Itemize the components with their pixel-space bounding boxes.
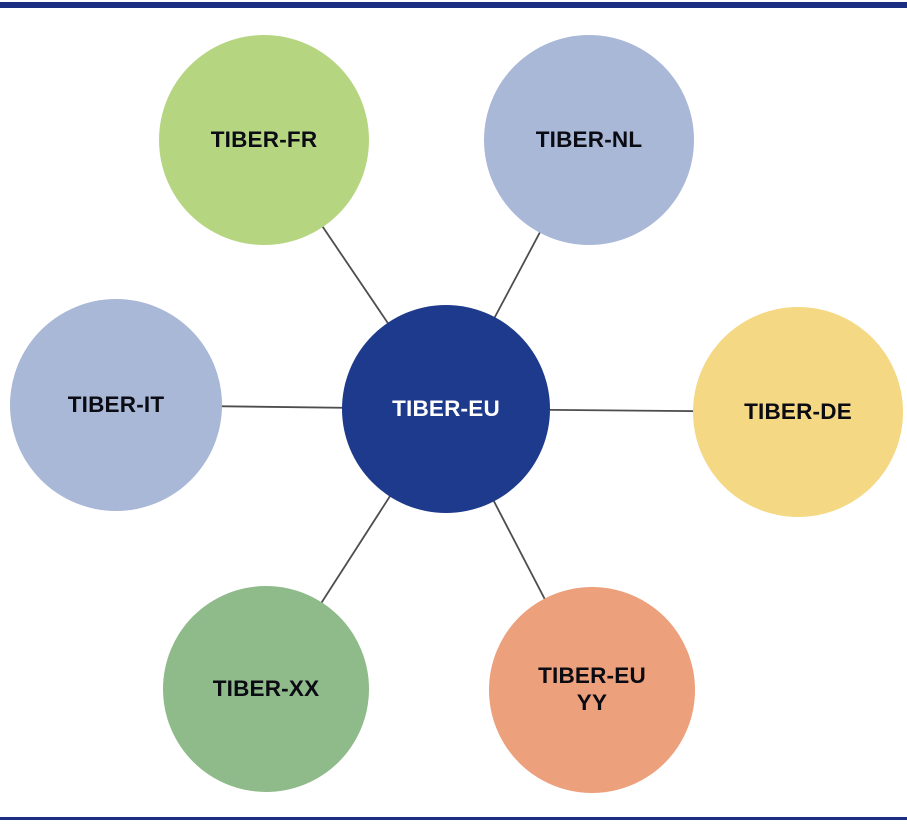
- node-tiber-xx: TIBER-XX: [163, 586, 369, 792]
- node-tiber-de-label: TIBER-DE: [744, 398, 852, 424]
- node-tiber-fr: TIBER-FR: [159, 35, 369, 245]
- node-tiber-nl-label: TIBER-NL: [535, 126, 643, 152]
- node-tiber-eu-yy: TIBER-EU YY: [489, 587, 695, 793]
- node-tiber-it-label: TIBER-IT: [67, 391, 165, 417]
- node-tiber-eu-center: TIBER-EU: [342, 305, 550, 513]
- bottom-rule: [0, 817, 907, 820]
- node-tiber-nl: TIBER-NL: [484, 35, 694, 245]
- node-tiber-it: TIBER-IT: [10, 299, 222, 511]
- node-tiber-eu-yy-label: TIBER-EU YY: [538, 663, 646, 715]
- top-rule: [0, 2, 907, 8]
- node-tiber-fr-label: TIBER-FR: [210, 126, 318, 152]
- node-tiber-xx-label: TIBER-XX: [212, 675, 320, 701]
- node-tiber-de: TIBER-DE: [693, 307, 903, 517]
- node-tiber-eu-center-label: TIBER-EU: [392, 395, 500, 421]
